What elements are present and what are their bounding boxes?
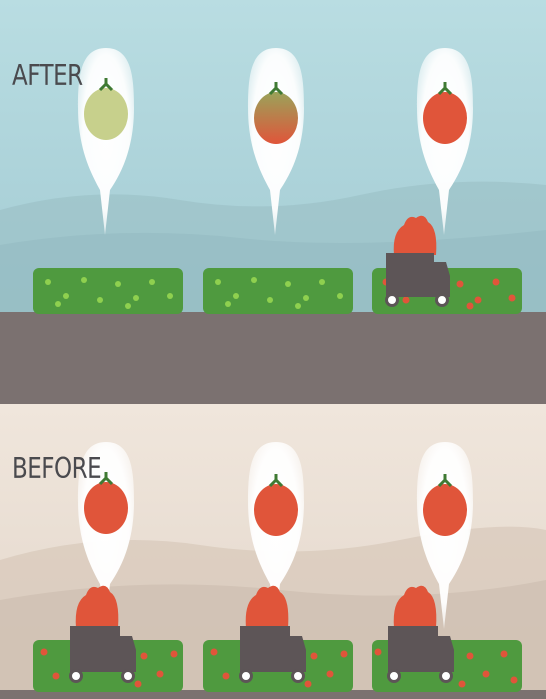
tomato-icon [84,88,128,140]
after-road [0,312,546,404]
before-label: BEFORE [12,453,101,486]
after-label: AFTER [12,60,83,93]
before-panel [0,404,546,699]
tomato-icon [254,484,298,536]
tomato-bush-icon [203,268,353,314]
tomato-bush-icon [33,268,183,314]
tomato-icon [84,482,128,534]
tomato-icon [423,484,467,536]
tomato-icon [423,92,467,144]
tomato-icon [254,92,298,144]
